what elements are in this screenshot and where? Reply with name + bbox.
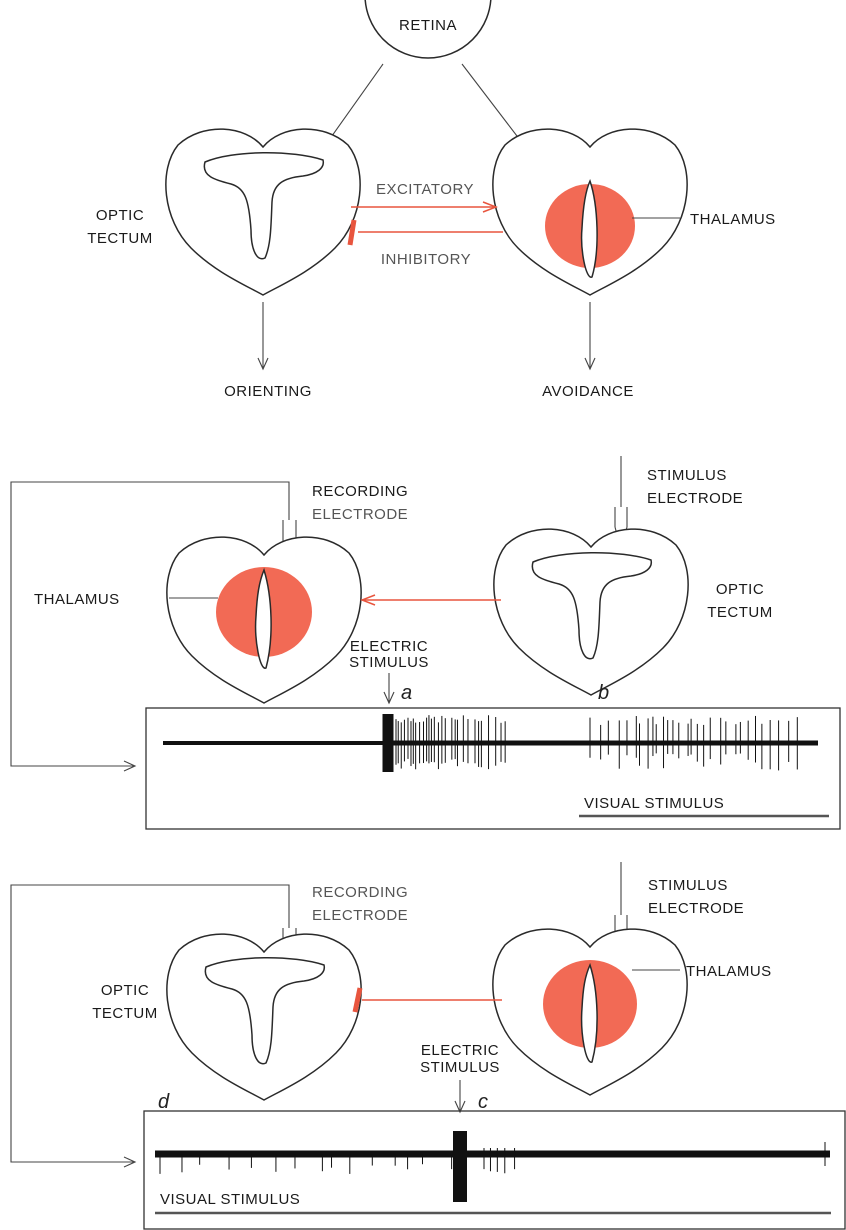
inhibitory-label: INHIBITORY bbox=[381, 251, 471, 268]
retina-label: RETINA bbox=[399, 17, 457, 34]
electric-stimulus-label-bottom-1: ELECTRIC bbox=[421, 1042, 499, 1059]
thalamus-label: THALAMUS bbox=[690, 211, 776, 228]
mark-c: c bbox=[478, 1091, 489, 1113]
electric-stimulus-label-bottom-2: STIMULUS bbox=[420, 1059, 500, 1076]
recording-electrode-label-bottom-1: RECORDING bbox=[312, 884, 408, 901]
visual-stimulus-label-bottom: VISUAL STIMULUS bbox=[160, 1191, 300, 1208]
excitatory-label: EXCITATORY bbox=[376, 181, 474, 198]
stimulus-electrode-label-bottom-1: STIMULUS bbox=[648, 877, 728, 894]
optic-tectum-brain-bottom bbox=[167, 934, 361, 1100]
thalamus-brain-recording bbox=[167, 537, 361, 703]
panel-middle: RECORDING ELECTRODE STIMULUS ELECTRODE T… bbox=[11, 456, 840, 829]
mark-b: b bbox=[598, 682, 610, 704]
recording-electrode-label-2: ELECTRODE bbox=[312, 506, 408, 523]
thalamus-brain-stimulating bbox=[493, 929, 687, 1095]
stimulus-electrode-label-2: ELECTRODE bbox=[647, 490, 743, 507]
thalamus-brain bbox=[493, 129, 687, 295]
electric-stimulus-label-middle-1: ELECTRIC bbox=[350, 638, 428, 655]
stimulus-electrode-label-bottom-2: ELECTRODE bbox=[648, 900, 744, 917]
recording-frame-bottom bbox=[144, 1111, 845, 1229]
visual-stimulus-label-middle: VISUAL STIMULUS bbox=[584, 795, 724, 812]
panel-top: RETINA OPTIC TECTUM THALAMUS EXCITATORY … bbox=[87, 0, 775, 400]
thalamus-label-bottom: THALAMUS bbox=[686, 963, 772, 980]
optic-tectum-label-2: TECTUM bbox=[87, 230, 153, 247]
optic-tectum-brain bbox=[166, 129, 360, 295]
stimulus-electrode-label-1: STIMULUS bbox=[647, 467, 727, 484]
mark-d: d bbox=[158, 1091, 170, 1113]
optic-tectum-label-bottom-2: TECTUM bbox=[92, 1005, 158, 1022]
orienting-label: ORIENTING bbox=[224, 383, 312, 400]
avoidance-label: AVOIDANCE bbox=[542, 383, 634, 400]
optic-tectum-brain-middle bbox=[494, 529, 688, 695]
optic-tectum-label-middle-2: TECTUM bbox=[707, 604, 773, 621]
recording-electrode-label-1: RECORDING bbox=[312, 483, 408, 500]
recording-electrode-label-bottom-2: ELECTRODE bbox=[312, 907, 408, 924]
electric-stimulus-label-middle-2: STIMULUS bbox=[349, 654, 429, 671]
spike-trace-middle bbox=[163, 714, 818, 772]
optic-tectum-label-1: OPTIC bbox=[96, 207, 144, 224]
thalamus-label-middle: THALAMUS bbox=[34, 591, 120, 608]
optic-tectum-label-middle-1: OPTIC bbox=[716, 581, 764, 598]
panel-bottom: RECORDING ELECTRODE STIMULUS ELECTRODE O… bbox=[11, 862, 845, 1229]
mark-a: a bbox=[401, 682, 413, 704]
optic-tectum-label-bottom-1: OPTIC bbox=[101, 982, 149, 999]
